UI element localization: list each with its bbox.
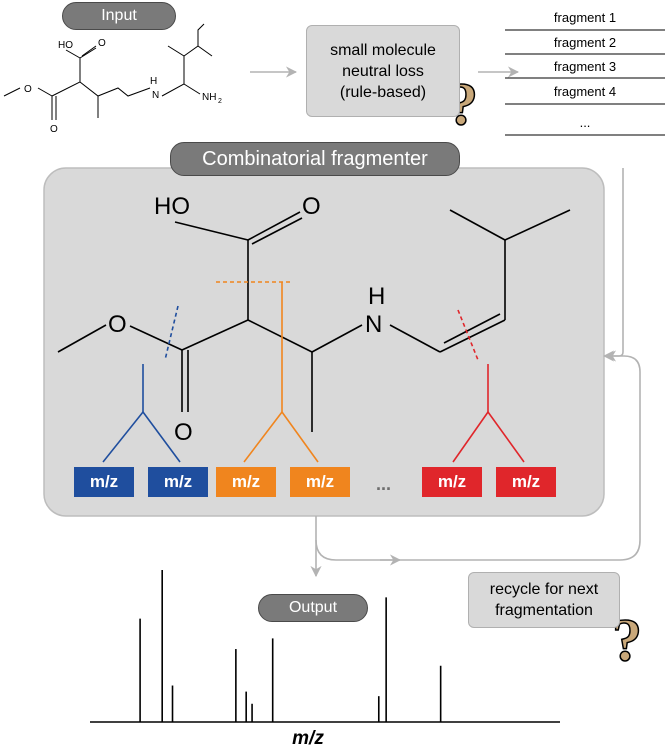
mz-box-6: m/z (496, 467, 556, 497)
arrow-recycle-loop (315, 350, 641, 561)
mz-ellipsis: ... (376, 474, 392, 494)
recycle-line-2: fragmentation (495, 602, 593, 619)
fragment-3: fragment 3 (553, 59, 617, 74)
atom-o-carbonyl-2: O (50, 124, 58, 135)
mz-box-2: m/z (148, 467, 208, 497)
atom-h: H (150, 76, 157, 87)
neutral-loss-line-3: (rule-based) (339, 83, 427, 101)
big-atom-o-ether: O (108, 311, 127, 338)
combinatorial-label: Combinatorial fragmenter (202, 147, 428, 170)
red-fragmentation (452, 309, 525, 463)
atom-n: N (152, 90, 159, 101)
output-pill: Output (258, 594, 368, 622)
fragment-more: ... (579, 115, 591, 130)
neutral-loss-line-2: neutral loss (342, 62, 424, 80)
orange-fragmentation (216, 281, 319, 463)
flow-arrows (250, 66, 641, 578)
mz-box-5: m/z (422, 467, 482, 497)
mass-spectrum (90, 570, 560, 723)
mz-box-3: m/z (216, 467, 276, 497)
atom-nh2-subscript: 2 (218, 98, 222, 105)
mz-box-4: m/z (290, 467, 350, 497)
fragment-list-lines (505, 29, 665, 136)
input-pill: Input (62, 2, 176, 30)
big-atom-h: H (368, 283, 385, 310)
atom-o-ester: O (24, 84, 32, 95)
input-label: Input (101, 7, 137, 24)
recycle-line-1: recycle for next (489, 581, 599, 598)
combinatorial-panel (43, 167, 605, 517)
fragment-1: fragment 1 (553, 10, 617, 25)
big-atom-o: O (302, 193, 321, 220)
input-molecule (3, 23, 213, 120)
mz-box-1: m/z (74, 467, 134, 497)
big-atom-n: N (365, 311, 382, 338)
big-molecule (57, 209, 571, 432)
arrow-fragments-to-panel (602, 168, 624, 362)
big-atom-o-bottom: O (174, 419, 193, 446)
neutral-loss-box: small molecule neutral loss (rule-based) (306, 25, 460, 117)
atom-nh2: NH (202, 92, 216, 103)
atom-ho: HO (58, 40, 73, 51)
atom-o-carbonyl: O (98, 38, 106, 49)
blue-fragmentation (102, 305, 181, 463)
recycle-box: recycle for next fragmentation (468, 572, 620, 628)
input-molecule-atoms: HO O O O H N NH 2 (24, 38, 222, 135)
neutral-loss-line-1: small molecule (330, 41, 436, 59)
axis-label-mz: m/z (292, 728, 324, 749)
combinatorial-pill: Combinatorial fragmenter (170, 142, 460, 176)
fragment-4: fragment 4 (553, 84, 617, 99)
big-molecule-atoms: HO O O O H N (108, 193, 385, 446)
big-atom-ho: HO (154, 193, 190, 220)
output-label: Output (288, 599, 338, 616)
fragment-2: fragment 2 (553, 35, 617, 50)
